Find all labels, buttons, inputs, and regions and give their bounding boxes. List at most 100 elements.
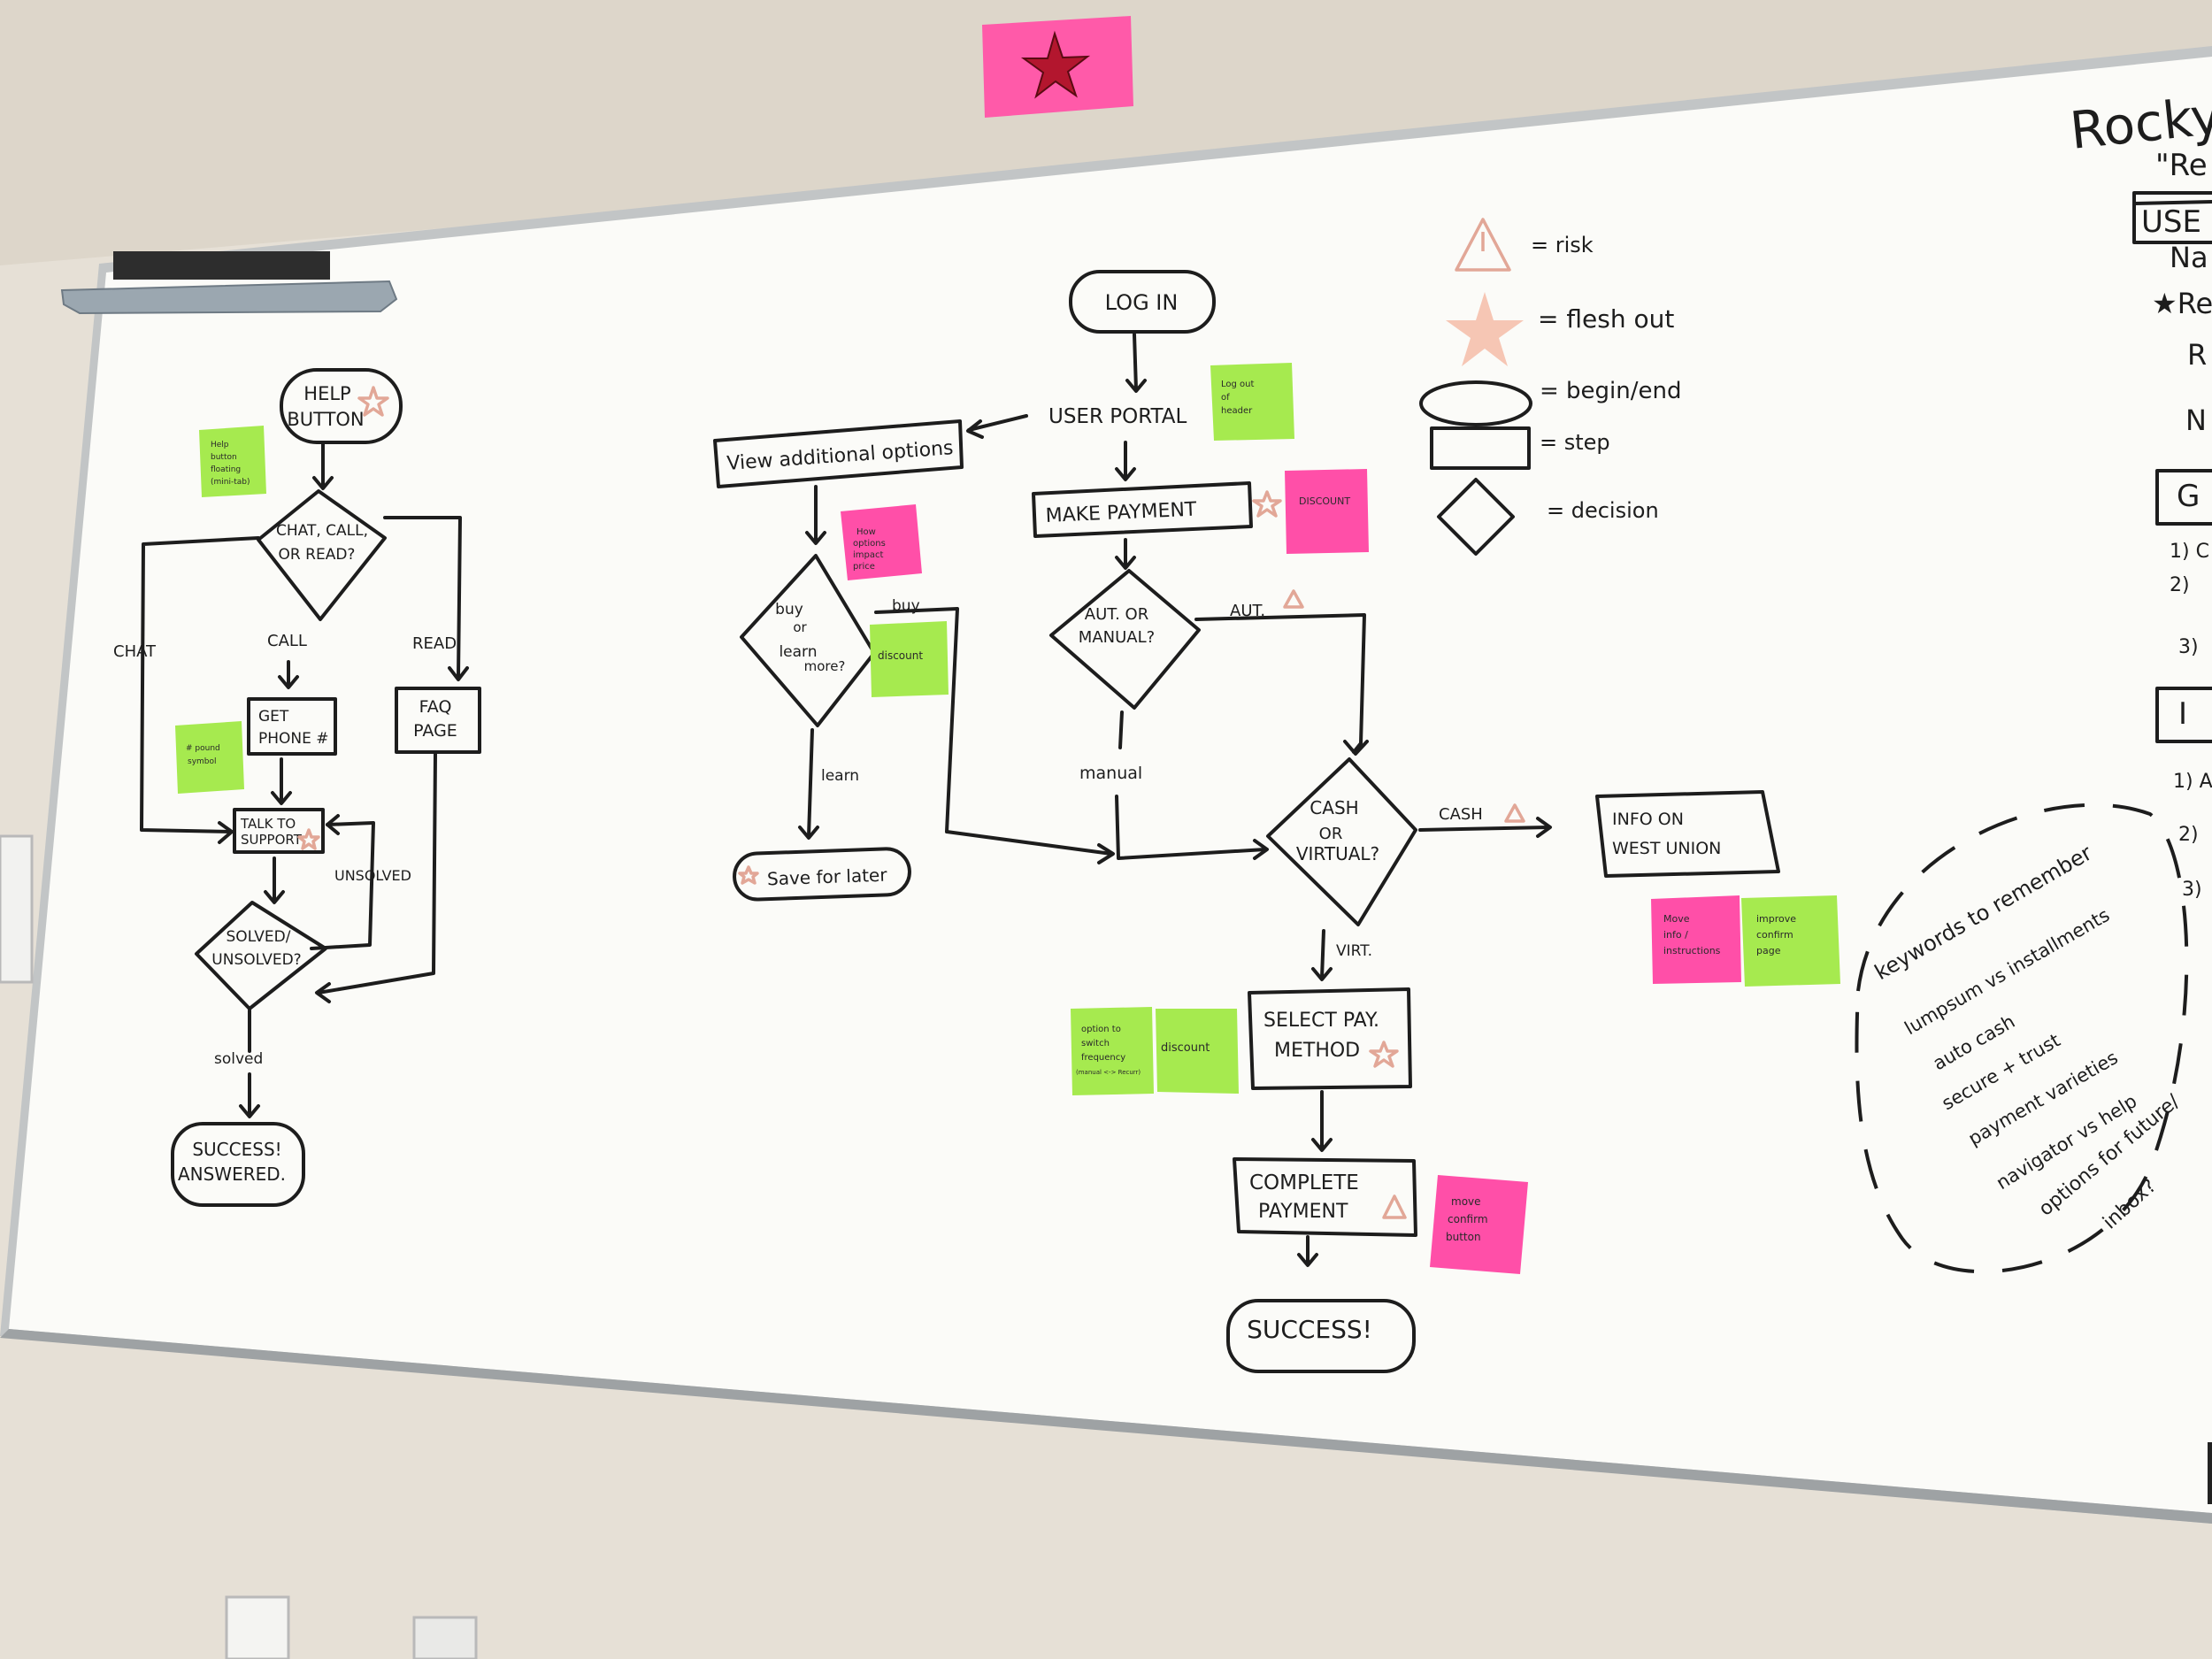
svg-text:G: G <box>2177 479 2200 514</box>
svg-text:INFO ON: INFO ON <box>1612 810 1684 829</box>
svg-text:discount: discount <box>1161 1041 1210 1055</box>
svg-text:TALK TO: TALK TO <box>240 816 296 832</box>
get-phone-node <box>247 697 337 756</box>
faq-page-node <box>395 687 481 754</box>
svg-text:PAYMENT: PAYMENT <box>1258 1201 1348 1223</box>
svg-text:PAGE: PAGE <box>413 721 457 741</box>
sticky-how-affects: How options impact price <box>841 504 922 580</box>
svg-text:# pound: # pound <box>186 744 220 753</box>
svg-text:I: I <box>2178 696 2187 732</box>
svg-text:SELECT PAY.: SELECT PAY. <box>1263 1010 1379 1032</box>
svg-text:of: of <box>1221 393 1230 403</box>
svg-text:(manual <-> Recurr): (manual <-> Recurr) <box>1076 1069 1141 1076</box>
svg-text:CHAT, CALL,: CHAT, CALL, <box>276 522 368 540</box>
svg-text:SOLVED/: SOLVED/ <box>227 928 291 946</box>
talk-support-node <box>233 808 325 854</box>
flesh-out-star-icon <box>1446 292 1524 366</box>
svg-text:Rocky: Rocky <box>2067 85 2212 160</box>
svg-text:"Re: "Re <box>2155 148 2208 183</box>
svg-text:CASH: CASH <box>1439 805 1483 824</box>
svg-text:3): 3) <box>2178 636 2199 658</box>
svg-text:N: N <box>2185 403 2207 437</box>
svg-text:UNSOLVED?: UNSOLVED? <box>211 951 301 969</box>
svg-text:1) C: 1) C <box>2170 541 2209 563</box>
svg-text:1) A: 1) A <box>2173 771 2212 793</box>
decision-symbol <box>1437 478 1515 556</box>
legend: = risk = flesh out = begin/end = step = … <box>1419 218 1682 556</box>
svg-text:= risk: = risk <box>1531 233 1594 257</box>
svg-text:OR READ?: OR READ? <box>279 546 356 564</box>
svg-text:GET: GET <box>258 708 289 726</box>
svg-text:Log out: Log out <box>1221 380 1254 389</box>
sticky-move-info: Move info / instructions <box>1651 895 1741 984</box>
svg-text:frequency: frequency <box>1081 1053 1125 1063</box>
wall-outlet <box>0 834 478 1659</box>
svg-text:switch: switch <box>1081 1039 1110 1048</box>
view-options-node <box>713 419 964 488</box>
svg-text:MANUAL?: MANUAL? <box>1079 628 1155 647</box>
svg-text:impact: impact <box>853 550 883 560</box>
svg-text:button: button <box>1446 1231 1481 1243</box>
svg-text:LOG IN: LOG IN <box>1105 290 1179 315</box>
begin-end-symbol <box>1419 380 1532 426</box>
svg-text:instructions: instructions <box>1663 945 1721 956</box>
svg-text:VIRT.: VIRT. <box>1336 942 1372 960</box>
svg-text:option to: option to <box>1081 1025 1121 1034</box>
svg-text:Na: Na <box>2170 241 2208 274</box>
svg-text:CASH: CASH <box>1310 797 1358 818</box>
svg-text:AUT. OR: AUT. OR <box>1085 605 1148 624</box>
sticky-discount-make: DISCOUNT <box>1285 469 1369 554</box>
svg-text:= decision: = decision <box>1547 498 1659 523</box>
svg-text:move: move <box>1451 1195 1481 1208</box>
risk-icon <box>1455 218 1511 272</box>
select-pay-node <box>1248 987 1412 1090</box>
sticky-help-floating: Help button floating (mini-tab) <box>199 426 266 497</box>
svg-text:price: price <box>853 562 875 572</box>
svg-text:2): 2) <box>2178 824 2199 846</box>
sticky-pound-symbol: # pound symbol <box>175 721 244 794</box>
svg-text:VIRTUAL?: VIRTUAL? <box>1296 843 1379 864</box>
svg-text:FAQ: FAQ <box>419 697 452 717</box>
svg-text:R: R <box>2187 338 2207 372</box>
svg-text:manual: manual <box>1079 764 1142 783</box>
sticky-log-out: Log out of header <box>1210 363 1294 441</box>
sticky-move-confirm: move confirm button <box>1430 1175 1528 1274</box>
buy-learn-decision <box>740 554 876 727</box>
help-button-line2: BUTTON <box>287 409 364 430</box>
log-in-node <box>1069 270 1216 334</box>
svg-text:or: or <box>793 619 807 635</box>
svg-text:★Re: ★Re <box>2152 287 2212 320</box>
sticky-discount-buy: discount <box>870 621 949 697</box>
help-flow: HELP BUTTON Help button floating (mini-t… <box>113 368 481 1207</box>
svg-text:How: How <box>856 527 876 537</box>
svg-text:options: options <box>853 539 886 549</box>
help-success-node <box>171 1122 305 1207</box>
payment-flow: LOG IN USER PORTAL Log out of header Vie… <box>713 270 1840 1373</box>
chat-call-read-decision <box>257 489 387 621</box>
west-union-node <box>1595 790 1780 878</box>
wall-shadow <box>0 0 2212 265</box>
svg-text:METHOD: METHOD <box>1274 1040 1360 1062</box>
svg-text:2): 2) <box>2170 574 2190 596</box>
svg-text:floating: floating <box>211 465 241 474</box>
svg-text:= step: = step <box>1540 430 1610 455</box>
svg-text:SUPPORT: SUPPORT <box>241 832 303 848</box>
user-portal-label: USER PORTAL <box>1048 405 1187 428</box>
svg-text:improve: improve <box>1756 913 1796 925</box>
svg-text:learn: learn <box>779 643 817 661</box>
svg-text:UNSOLVED: UNSOLVED <box>334 867 411 884</box>
sticky-discount-select: discount <box>1156 1009 1239 1094</box>
svg-text:ANSWERED.: ANSWERED. <box>178 1164 286 1185</box>
svg-text:buy: buy <box>775 601 803 618</box>
svg-text:AUT.: AUT. <box>1230 602 1265 620</box>
svg-text:= begin/end: = begin/end <box>1540 378 1682 404</box>
svg-text:= flesh out: = flesh out <box>1538 304 1674 334</box>
sticky-option-switch: option to switch frequency (manual <-> R… <box>1071 1007 1154 1095</box>
svg-text:learn: learn <box>821 767 859 785</box>
svg-text:WEST UNION: WEST UNION <box>1612 839 1721 858</box>
svg-text:header: header <box>1221 406 1253 416</box>
save-later-node <box>733 847 911 902</box>
svg-text:page: page <box>1756 945 1781 956</box>
step-symbol <box>1430 426 1531 470</box>
